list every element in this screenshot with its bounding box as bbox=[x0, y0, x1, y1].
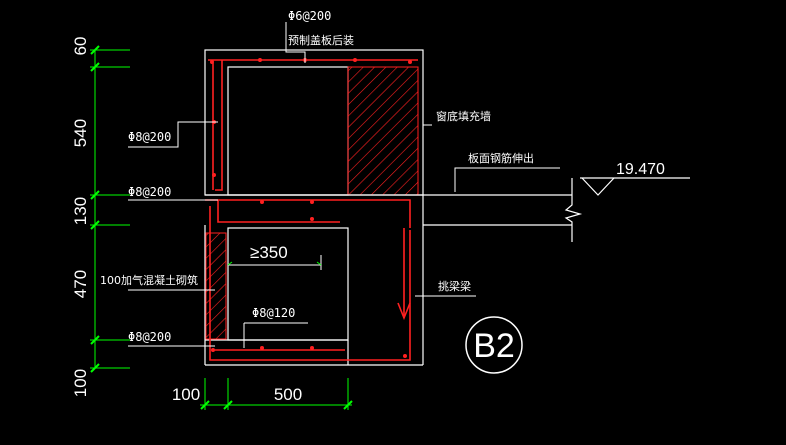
leader-lines bbox=[128, 22, 560, 348]
rebar-cage bbox=[205, 59, 418, 361]
window-infill-hatch bbox=[347, 66, 419, 196]
dim-470: 470 bbox=[71, 270, 90, 298]
rebar-label-upper: Φ8@200 bbox=[128, 130, 171, 144]
dim-60: 60 bbox=[71, 37, 90, 56]
top-note: 预制盖板后装 bbox=[288, 33, 354, 47]
rebar-label-bottom: Φ8@200 bbox=[128, 330, 171, 344]
level-value: 19.470 bbox=[616, 161, 665, 178]
top-rebar-label: Φ6@200 bbox=[288, 9, 331, 23]
section-bubble: B2 bbox=[465, 316, 523, 374]
dim-100-horizontal: 100 bbox=[172, 385, 200, 404]
lower-box bbox=[204, 195, 424, 366]
min-width-arrows bbox=[227, 261, 322, 266]
rebar-label-slab: Φ8@200 bbox=[128, 185, 171, 199]
dim-500: 500 bbox=[274, 385, 302, 404]
vertical-dimension-labels: 60 540 130 470 100 bbox=[71, 37, 90, 398]
section-id: B2 bbox=[473, 327, 515, 365]
vertical-dimension-chain bbox=[90, 45, 130, 373]
slab-edge bbox=[205, 178, 583, 242]
level-mark bbox=[580, 177, 690, 196]
horizontal-dimension-chain bbox=[200, 378, 353, 410]
infill-wall-note: 100加气混凝土砌筑 bbox=[100, 273, 198, 287]
window-wall-note: 窗底填充墙 bbox=[436, 109, 491, 123]
dim-130: 130 bbox=[71, 197, 90, 225]
min-width-note: ≥350 bbox=[250, 243, 288, 262]
beam-note: 挑梁梁 bbox=[438, 279, 471, 293]
dim-540: 540 bbox=[71, 119, 90, 147]
slab-rebar-note: 板面钢筋伸出 bbox=[468, 151, 534, 165]
dim-100-vertical: 100 bbox=[71, 369, 90, 397]
rebar-label-stirrup: Φ8@120 bbox=[252, 306, 295, 320]
lower-infill-hatch bbox=[205, 232, 227, 340]
